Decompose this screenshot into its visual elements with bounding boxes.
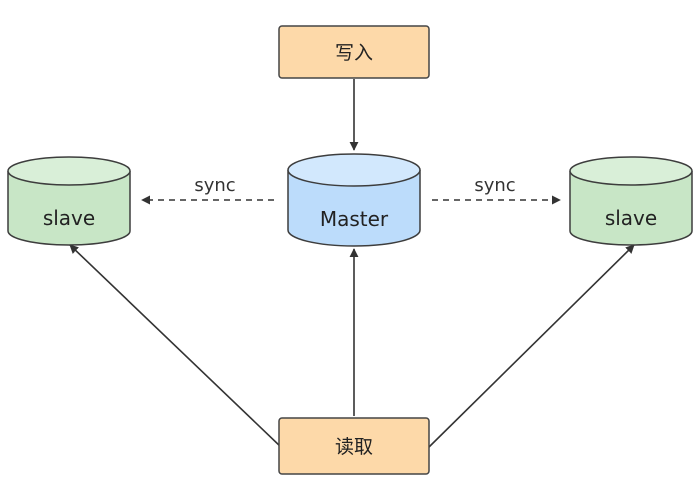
master-top xyxy=(287,153,421,187)
slave-left-body xyxy=(7,171,131,246)
slave-left-label: slave xyxy=(43,206,95,230)
slave-left-database: slave xyxy=(7,156,131,246)
slave-left-top xyxy=(7,156,131,186)
slave-right-database: slave xyxy=(569,156,693,246)
master-label: Master xyxy=(320,207,389,231)
read-box xyxy=(278,417,430,475)
arrow-read-to-slave-right xyxy=(427,244,635,449)
master-body xyxy=(287,170,421,247)
slave-right-body xyxy=(569,171,693,246)
sync-left-label: sync xyxy=(194,175,235,196)
sync-right-label: sync xyxy=(474,175,515,196)
write-node: 写入 xyxy=(278,25,430,79)
write-box xyxy=(278,25,430,79)
read-node: 读取 xyxy=(278,417,430,475)
slave-right-top xyxy=(569,156,693,186)
write-label: 写入 xyxy=(335,42,373,64)
arrow-read-to-slave-left xyxy=(69,244,283,449)
slave-right-label: slave xyxy=(605,206,657,230)
read-label: 读取 xyxy=(335,436,373,458)
master-database: Master xyxy=(287,153,421,247)
